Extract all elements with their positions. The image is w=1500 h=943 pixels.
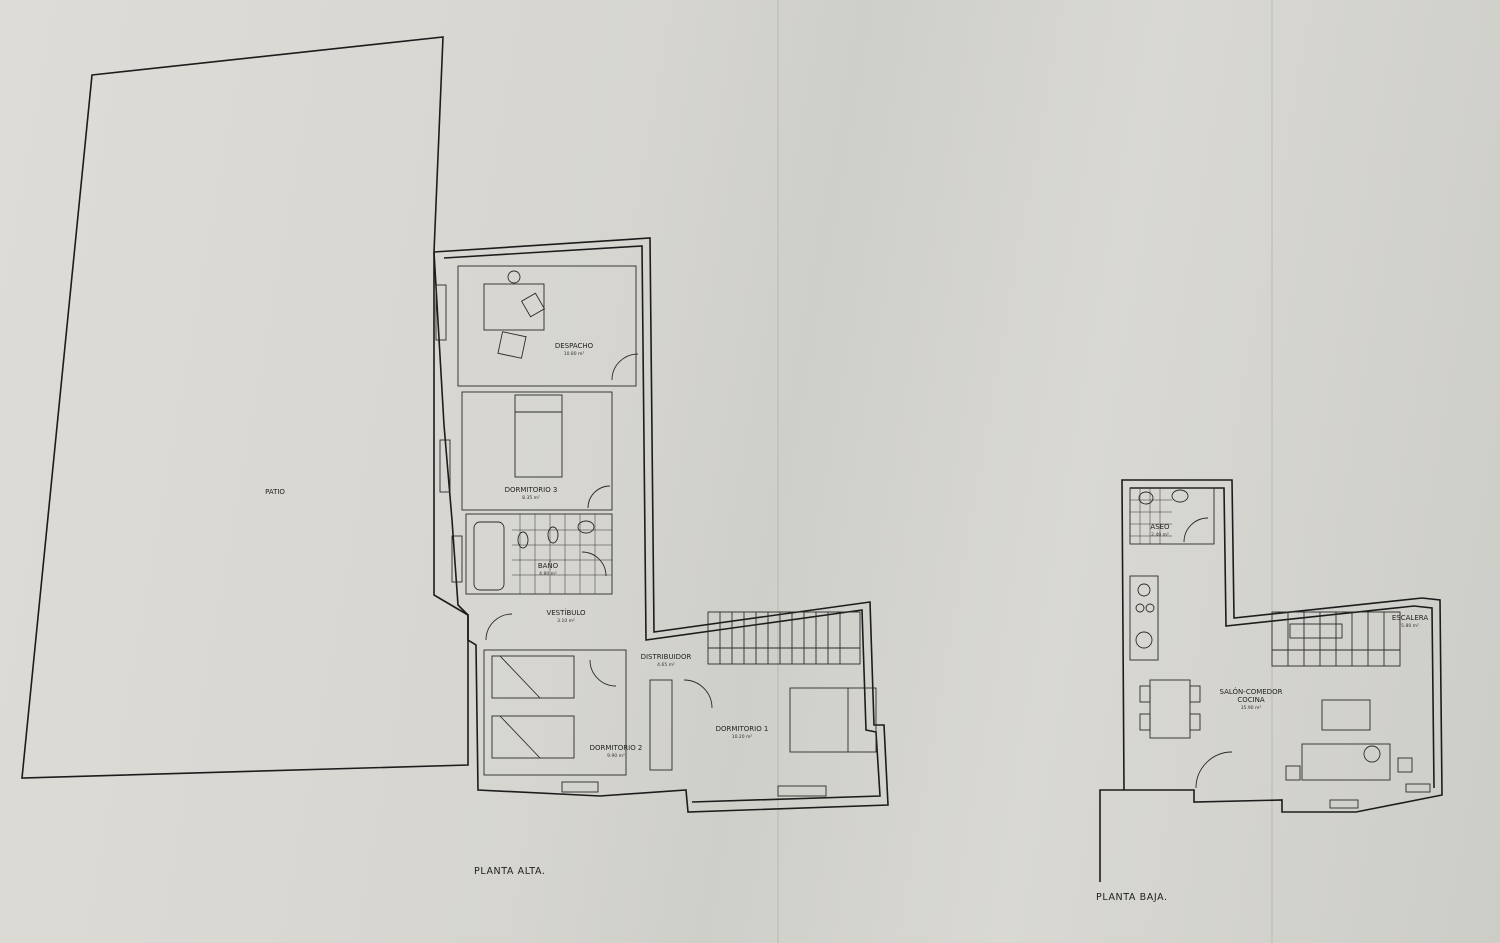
room-area: 3.10 m² xyxy=(557,618,575,624)
ground-outer-wall xyxy=(1121,479,1443,813)
bed xyxy=(491,715,575,759)
ground-floor-plan: ASEO 2.40 m² ESCALERA 5.80 m² SALÓN-COME… xyxy=(1096,479,1443,903)
room-label: DISTRIBUIDOR xyxy=(641,653,692,661)
door-swing xyxy=(587,485,611,509)
washbasin xyxy=(1171,489,1189,503)
room-label: SALÓN-COMEDOR xyxy=(1220,687,1283,696)
desk xyxy=(483,283,545,331)
kitchen-counter xyxy=(1129,575,1159,661)
window xyxy=(439,439,451,493)
upper-outer-wall-inner-face xyxy=(443,245,881,803)
toilet xyxy=(517,531,529,549)
room-label: ASEO xyxy=(1150,523,1170,531)
room-area: 4.65 m² xyxy=(657,662,675,668)
bed-fold-line xyxy=(499,715,541,759)
bano-walls xyxy=(465,513,613,595)
sofa xyxy=(1301,743,1391,781)
upper-floor-plan: PATIO DESPACHO 10.80 m² DORMITORIO 3 8.3… xyxy=(21,36,889,877)
room-area: 2.40 m² xyxy=(1151,532,1169,538)
dining-chair xyxy=(1139,685,1151,703)
door-swing xyxy=(581,551,607,577)
window xyxy=(777,785,827,797)
bed-fold-line xyxy=(499,655,541,699)
room-label: PATIO xyxy=(265,488,285,496)
hob-burner xyxy=(1145,603,1155,613)
window xyxy=(561,781,599,793)
bath-tiles xyxy=(512,514,612,594)
room-area: 4.80 m² xyxy=(539,571,557,577)
side-table xyxy=(1397,757,1413,773)
stairs xyxy=(707,611,861,665)
hob-burner xyxy=(1135,603,1145,613)
wardrobe xyxy=(649,679,673,771)
patio-outline xyxy=(21,36,469,779)
upper-outer-wall xyxy=(433,237,889,813)
room-label: DORMITORIO 3 xyxy=(505,486,558,494)
bed xyxy=(491,655,575,699)
aseo-walls xyxy=(1129,487,1215,545)
washbasin xyxy=(577,520,595,534)
room-area: 5.80 m² xyxy=(1401,623,1419,629)
ground-floor-title: PLANTA BAJA. xyxy=(1096,892,1168,903)
room-label: DESPACHO xyxy=(555,342,594,350)
coffee-table xyxy=(1321,699,1371,731)
room-area: 10.20 m² xyxy=(732,734,753,740)
dining-chair xyxy=(1189,713,1201,731)
aseo-tiles xyxy=(1130,488,1172,544)
entry-door-swing xyxy=(485,613,513,641)
room-area: 35.90 m² xyxy=(1241,705,1262,711)
desk-chair xyxy=(507,270,521,284)
upper-floor-title: PLANTA ALTA. xyxy=(474,866,546,877)
dining-chair xyxy=(1189,685,1201,703)
sink xyxy=(1135,631,1153,649)
despacho-walls xyxy=(457,265,637,387)
dormitorio-3-walls xyxy=(461,391,613,511)
room-label: COCINA xyxy=(1237,696,1265,704)
entry-door-swing xyxy=(1195,751,1233,789)
room-area: 8.35 m² xyxy=(522,495,540,501)
bed xyxy=(789,687,877,753)
door-swing xyxy=(1183,517,1209,543)
hob-burner xyxy=(1137,583,1151,597)
room-label: DORMITORIO 1 xyxy=(716,725,769,733)
bathtub xyxy=(473,521,505,591)
toilet xyxy=(1138,491,1154,505)
ground-entry-wall xyxy=(1099,789,1124,882)
armchair xyxy=(520,292,546,318)
room-area: 9.90 m² xyxy=(607,753,625,759)
door-swing xyxy=(683,679,713,709)
room-area: 10.80 m² xyxy=(564,351,585,357)
dormitorio-2-walls xyxy=(483,649,627,776)
door-swing xyxy=(611,353,639,381)
door-swing xyxy=(589,659,617,687)
armchair xyxy=(497,331,527,359)
ground-outer-wall-inner-face xyxy=(1130,487,1435,789)
window xyxy=(435,284,447,341)
bidet xyxy=(547,526,559,544)
sideboard xyxy=(1289,623,1343,639)
side-table xyxy=(1285,765,1301,781)
room-label: VESTÍBULO xyxy=(546,608,586,617)
plant xyxy=(1363,745,1381,763)
dining-table xyxy=(1149,679,1191,739)
room-label: DORMITORIO 2 xyxy=(590,744,643,752)
room-label: ESCALERA xyxy=(1392,614,1428,622)
dining-chair xyxy=(1139,713,1151,731)
window xyxy=(451,535,463,583)
window xyxy=(1329,799,1359,809)
stairs xyxy=(1271,611,1401,667)
bed xyxy=(514,394,563,478)
room-label: BAÑO xyxy=(538,561,559,570)
window xyxy=(1405,783,1431,793)
